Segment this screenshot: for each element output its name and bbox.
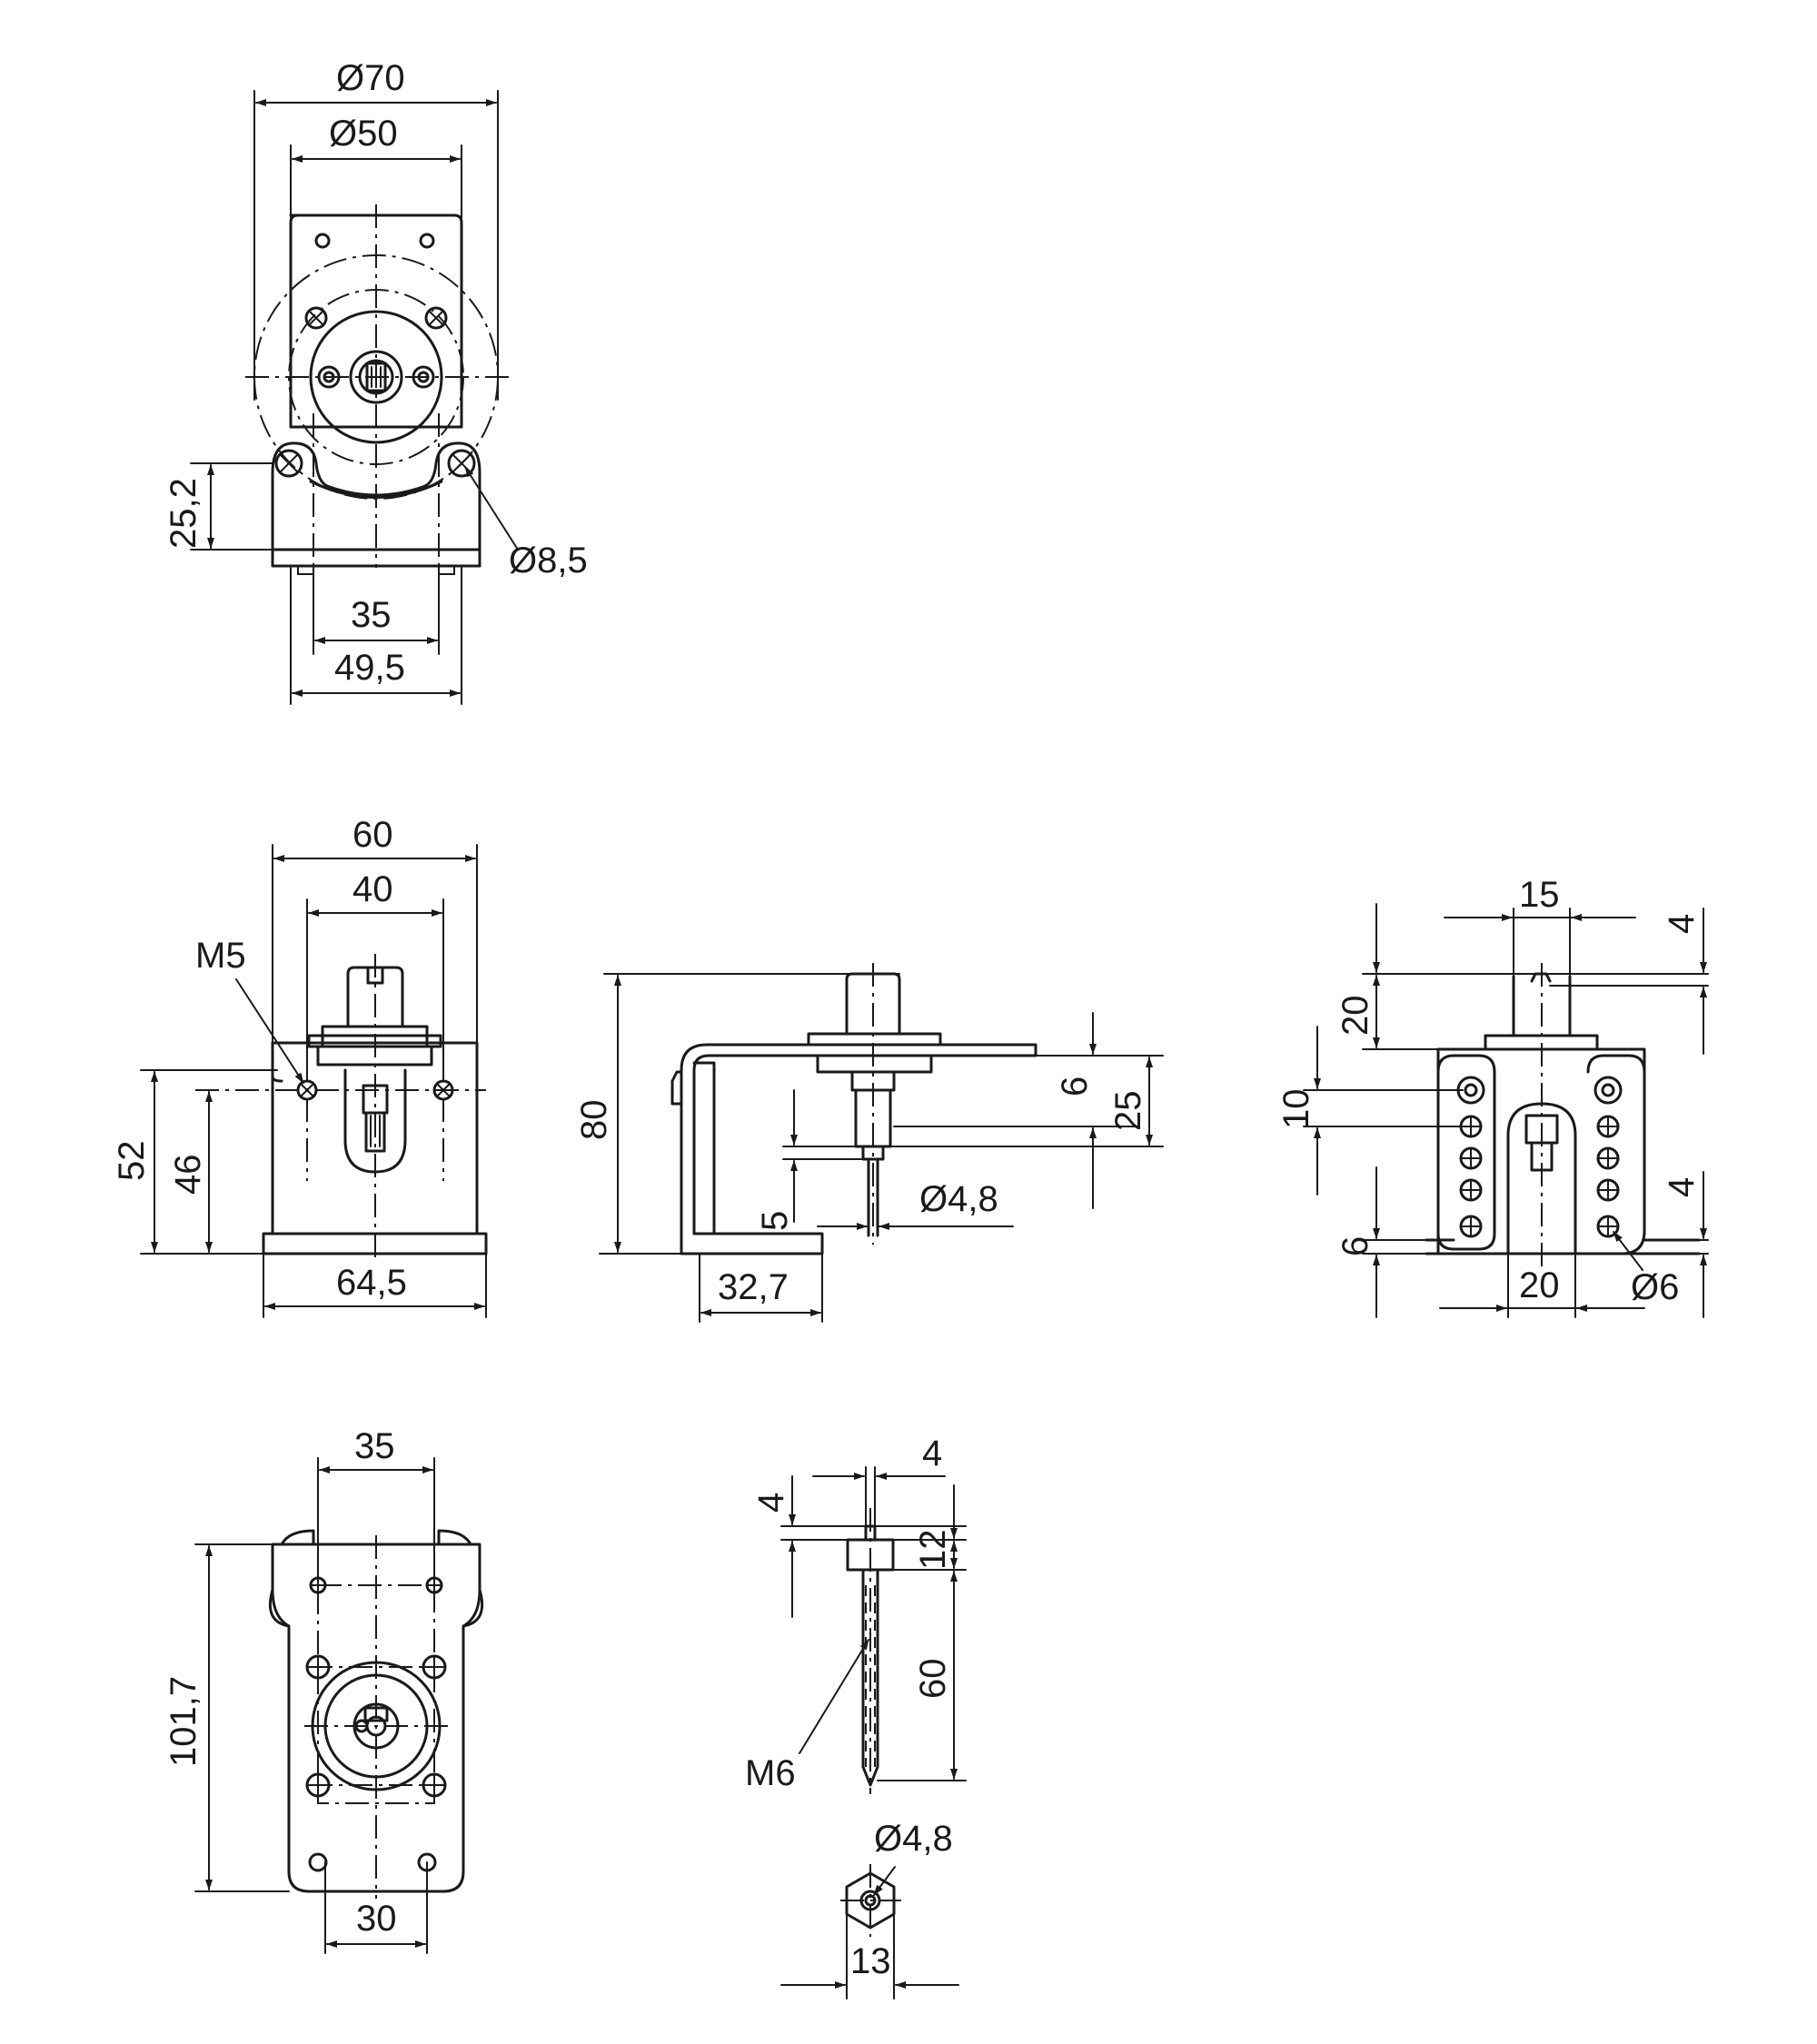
dim-w32-7: 32,7 bbox=[718, 1267, 789, 1307]
view-side: 80 6 25 5 Ø4,8 32,7 bbox=[574, 963, 1164, 1323]
dim-h10: 10 bbox=[1276, 1089, 1316, 1130]
dim-h6: 6 bbox=[1335, 1236, 1375, 1256]
dim-d6: Ø6 bbox=[1631, 1267, 1679, 1307]
dim-h6: 6 bbox=[1055, 1077, 1095, 1096]
dim-h80: 80 bbox=[574, 1100, 614, 1141]
dim-d4-8: Ø4,8 bbox=[919, 1179, 998, 1219]
dim-w30: 30 bbox=[356, 1899, 397, 1939]
dim-m5: M5 bbox=[195, 936, 246, 976]
view-bottom: 35 101,7 30 bbox=[164, 1426, 484, 1954]
dim-h5: 5 bbox=[755, 1211, 795, 1231]
dim-h20: 20 bbox=[1335, 996, 1375, 1037]
view-shaft: 4 4 12 60 M6 Ø4,8 13 bbox=[745, 1434, 967, 1999]
dim-h46: 46 bbox=[168, 1155, 208, 1196]
dim-w60: 60 bbox=[352, 815, 393, 855]
dim-h4-bottom: 4 bbox=[1662, 1177, 1702, 1197]
dim-w35: 35 bbox=[351, 595, 392, 635]
dim-w49-5: 49,5 bbox=[334, 648, 405, 688]
dim-h25: 25 bbox=[1108, 1091, 1148, 1132]
dim-h25-2: 25,2 bbox=[164, 478, 204, 549]
dim-h60: 60 bbox=[913, 1659, 953, 1700]
hole-row-right bbox=[1596, 1115, 1620, 1238]
dim-w15: 15 bbox=[1519, 875, 1560, 915]
dim-m6: M6 bbox=[745, 1753, 796, 1793]
view-back: 15 4 20 10 4 6 20 Ø6 bbox=[1276, 875, 1709, 1318]
dim-w64-5: 64,5 bbox=[336, 1263, 407, 1303]
view-front: 60 40 M5 52 46 64,5 bbox=[112, 815, 488, 1318]
dim-h12: 12 bbox=[913, 1530, 953, 1571]
dim-w20: 20 bbox=[1519, 1265, 1560, 1305]
view-top: Ø70 Ø50 25,2 Ø8,5 35 49,5 bbox=[164, 58, 588, 705]
dim-h52: 52 bbox=[112, 1141, 152, 1182]
dim-w35-bottom: 35 bbox=[354, 1426, 395, 1466]
hole-row-left bbox=[1459, 1115, 1483, 1238]
dim-h101-7: 101,7 bbox=[164, 1676, 204, 1767]
dim-w4-left: 4 bbox=[751, 1493, 791, 1513]
dim-h4-top: 4 bbox=[1662, 914, 1702, 934]
dim-d70: Ø70 bbox=[336, 58, 405, 98]
dim-d4-8-nut: Ø4,8 bbox=[874, 1819, 953, 1859]
dim-w13: 13 bbox=[850, 1941, 891, 1981]
dim-d8-5: Ø8,5 bbox=[509, 541, 588, 580]
dim-w4-right: 4 bbox=[922, 1434, 942, 1473]
dim-d50: Ø50 bbox=[329, 114, 398, 154]
dim-w40: 40 bbox=[352, 869, 393, 909]
